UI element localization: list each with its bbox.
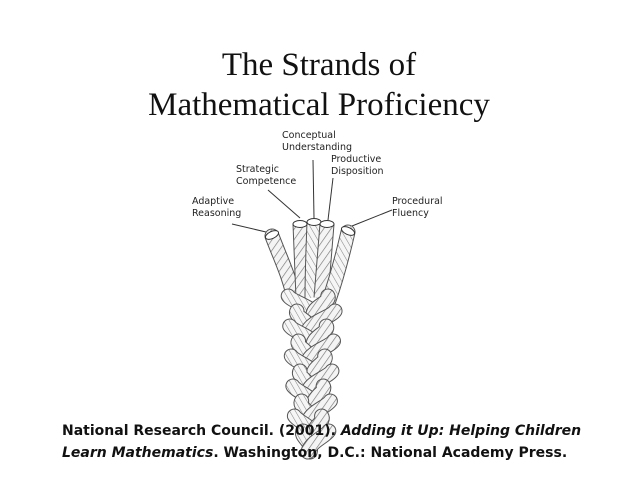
braid-twist-fill — [306, 319, 334, 354]
slide-title-line-2: Mathematical Proficiency — [148, 87, 490, 123]
label-strategic-competence: Strategic Competence — [236, 164, 297, 187]
leader-productive — [327, 177, 334, 221]
strand-ends — [264, 218, 356, 240]
label-conceptual-understanding: Conceptual Understanding — [282, 130, 352, 153]
citation-line-2: Learn Mathematics. Washington, D.C.: Nat… — [62, 445, 568, 461]
braid-twist-fill — [306, 349, 332, 384]
label-procedural-fluency: Procedural Fluency — [392, 196, 443, 219]
braid-twist-fill — [306, 289, 335, 324]
rope-strands — [264, 221, 356, 308]
label-productive-disposition: Productive Disposition — [331, 154, 384, 177]
slide-title-line-1: The Strands of — [221, 47, 417, 83]
leader-strategic — [267, 189, 301, 219]
label-adaptive-reasoning: Adaptive Reasoning — [192, 196, 242, 219]
label-leader-lines — [231, 159, 393, 233]
leader-adaptive — [231, 223, 267, 233]
braid-body — [280, 288, 343, 460]
braid-twist-fill — [301, 424, 336, 459]
citation-line-1: National Research Council. (2001). Addin… — [62, 423, 582, 439]
leader-procedural — [351, 209, 393, 227]
leader-conceptual — [312, 159, 315, 219]
